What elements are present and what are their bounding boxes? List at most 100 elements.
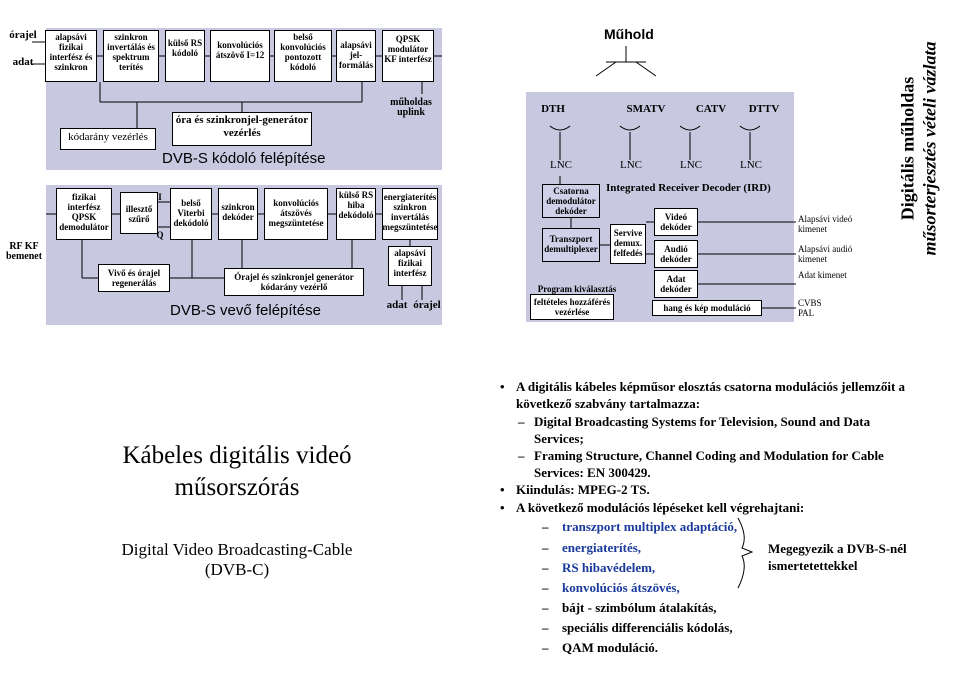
block-sync-generator — [172, 112, 312, 146]
block-label: konvolúciós átszövő I=12 — [215, 40, 265, 60]
block-label: Servive demux. felfedés — [613, 228, 643, 258]
slide-dvb-c-title: Kábeles digitális videó műsorszórás Digi… — [2, 346, 472, 682]
lnc-1: LNC — [550, 159, 572, 171]
block-viterbi — [170, 188, 212, 240]
sync-generator-label: óra és szinkronjel-generátor vezérlés — [175, 114, 309, 139]
block-matched-filter — [120, 192, 158, 234]
block-transport-demux — [542, 228, 600, 262]
block-label: QPSK modulátor KF interfész — [384, 34, 432, 64]
block-deinterleaver — [264, 188, 328, 240]
block-conv-coder — [274, 30, 332, 82]
block-label: szinkron invertálás és spektrum terítés — [107, 32, 155, 72]
bullet-2-text: Kiindulás: MPEG-2 TS. — [516, 482, 650, 497]
block-qpsk-demod — [56, 188, 112, 240]
subtitle-line2: (DVB-C) — [204, 560, 270, 579]
step-4-text: konvolúciós átszövés, — [562, 580, 680, 595]
step-6-text: speciális differenciális kódolás, — [562, 620, 733, 635]
encoder-title: DVB-S kódoló felépítése — [162, 150, 326, 167]
step-2-text: energiaterítés, — [562, 540, 642, 555]
block-label: energiaterítés szinkron invertálás megsz… — [382, 192, 438, 232]
block-channel-demod — [542, 184, 600, 218]
bullet-1-text: A digitális kábeles képműsor elosztás cs… — [516, 379, 906, 411]
subtitle-line1: Digital Video Broadcasting-Cable — [121, 540, 353, 559]
step-1-text: transzport multiplex adaptáció, — [562, 519, 738, 534]
decoder-title: DVB-S vevő felépítése — [170, 302, 321, 319]
q-label: Q — [156, 230, 164, 240]
block-service-demux — [610, 224, 646, 264]
step-5: –bájt - szimbólum átalakítás, — [542, 600, 717, 615]
output-cvbs: CVBS PAL — [798, 298, 822, 318]
block-baseband-shaping — [336, 30, 376, 82]
block-interleaver — [210, 30, 270, 82]
block-clock-generator — [224, 268, 364, 296]
block-label: Csatorna demodulátor dekóder — [546, 186, 596, 216]
block-label: fizikai interfész QPSK demodulátor — [59, 192, 109, 232]
source-catv: CATV — [695, 103, 727, 115]
source-dth: DTH — [541, 103, 565, 115]
block-carrier-recovery — [98, 264, 170, 292]
slide-dvb-s: órajel adat alapsávi fizikai interfész é… — [2, 2, 472, 332]
bullet-2: •Kiindulás: MPEG-2 TS. — [500, 482, 650, 497]
block-label: belső Viterbi dekódoló — [173, 198, 209, 228]
block-qpsk-mod — [382, 30, 434, 82]
sub-bullet-1a-text: Digital Broadcasting Systems for Televis… — [534, 414, 871, 446]
block-label: illesztő szűrő — [125, 204, 153, 224]
block-label: hang és kép moduláció — [663, 303, 751, 313]
bullet-3: •A következő modulációs lépéseket kell v… — [500, 500, 805, 515]
step-7-text: QAM moduláció. — [562, 640, 659, 655]
satellite-title: Műhold — [604, 26, 654, 42]
slide-dvb-c-steps: •A digitális kábeles képműsor elosztás c… — [486, 346, 958, 682]
source-smatv: SMATV — [626, 103, 666, 115]
bullet-3-text: A következő modulációs lépéseket kell vé… — [516, 500, 805, 515]
bullet-1: •A digitális kábeles képműsor elosztás c… — [500, 379, 906, 411]
block-label: alapsávi fizikai interfész és szinkron — [49, 32, 93, 72]
step-1: –transzport multiplex adaptáció, — [542, 519, 738, 534]
step-5-text: bájt - szimbólum átalakítás, — [562, 600, 717, 615]
block-baseband-interface — [45, 30, 97, 82]
block-label: Audió dekóder — [660, 244, 692, 264]
lnc-3: LNC — [680, 159, 702, 171]
sub-bullet-1b-text: Framing Structure, Channel Coding and Mo… — [534, 448, 884, 480]
data-label: adat — [12, 56, 34, 68]
output-audio: Alapsávi audió kimenet — [798, 244, 853, 264]
block-label: Adat dekóder — [660, 274, 692, 294]
note: Megegyezik a DVB-S-nél ismertetettekkel — [768, 541, 907, 573]
step-3-text: RS hibavédelem, — [562, 560, 656, 575]
side-title-line1: Digitális műholdas — [897, 76, 918, 221]
lnc-4: LNC — [740, 159, 762, 171]
block-label: alapsávi fizikai interfész — [393, 248, 427, 278]
block-sync-invert — [103, 30, 159, 82]
block-av-modulation — [652, 300, 762, 316]
sub-bullet-1a: –Digital Broadcasting Systems for Televi… — [518, 414, 871, 446]
uplink-label: műholdas uplink — [390, 97, 432, 118]
block-rs-coder — [165, 30, 205, 82]
block-baseband-out — [388, 246, 432, 286]
block-label: Vivő és órajel regenerálás — [107, 268, 161, 288]
block-label: belső konvolúciós pontozott kódoló — [280, 32, 326, 72]
side-title-line2: műsorterjesztés vételi vázlata — [919, 41, 940, 256]
rf-input-label: RF KF bemenet — [5, 241, 43, 262]
block-label: Videó dekóder — [660, 212, 692, 232]
brace-icon — [737, 517, 754, 589]
block-data-decoder — [654, 270, 698, 298]
block-label: konvolúciós átszövés megszüntetése — [268, 198, 324, 228]
title-line1: Kábeles digitális videó — [122, 442, 352, 469]
block-video-decoder — [654, 208, 698, 236]
step-4: –konvolúciós átszövés, — [542, 580, 680, 595]
block-label: alapsávi jel-formálás — [339, 40, 373, 70]
step-3: –RS hibavédelem, — [542, 560, 656, 575]
block-code-rate — [60, 128, 156, 150]
block-audio-decoder — [654, 240, 698, 268]
source-dttv: DTTV — [748, 103, 780, 115]
lnc-2: LNC — [620, 159, 642, 171]
sub-bullet-1b: –Framing Structure, Channel Coding and M… — [518, 448, 884, 480]
block-rs-decoder — [336, 188, 376, 240]
code-rate-label: kódarány vezérlés — [68, 131, 148, 143]
output-video: Alapsávi videó kimenet — [798, 214, 853, 234]
block-label: Órajel és szinkronjel generátor kódarány… — [234, 272, 354, 292]
ird-label: Integrated Receiver Decoder (IRD) — [606, 182, 771, 194]
block-sync-decoder — [218, 188, 258, 240]
connector-lines — [32, 41, 442, 300]
block-label: Transzport demultiplexer — [544, 234, 598, 254]
block-label: külső RS kódoló — [167, 38, 203, 58]
